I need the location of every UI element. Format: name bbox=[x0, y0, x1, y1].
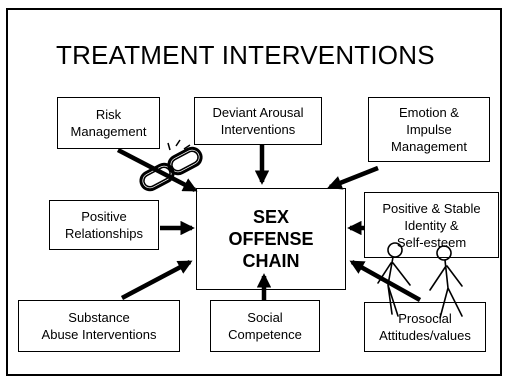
identity-line1: Positive & Stable bbox=[382, 200, 481, 216]
risk-management-line2: Management bbox=[70, 124, 147, 139]
positive-relationships-line1: Positive bbox=[81, 209, 127, 224]
risk-management-line1: Risk bbox=[95, 107, 122, 122]
identity-line3: Self-esteem bbox=[396, 234, 467, 250]
prosocial-line1: Prosocial bbox=[398, 311, 452, 326]
social-competence-box: Social Competence bbox=[210, 300, 320, 352]
figures-icon bbox=[377, 242, 463, 319]
deviant-arousal-box: Deviant Arousal Interventions bbox=[194, 97, 322, 145]
broken-chain-icon bbox=[139, 139, 203, 192]
emotion-impulse-line2: Impulse bbox=[406, 122, 452, 137]
arrow-prosocial bbox=[349, 260, 422, 302]
substance-abuse-line2: Abuse Interventions bbox=[41, 327, 157, 342]
emotion-impulse-line1: Emotion & bbox=[399, 105, 459, 120]
prosocial-line2: Attitudes/values bbox=[379, 328, 471, 343]
emotion-impulse-line3: Management bbox=[391, 139, 467, 154]
risk-management-box: Risk Management bbox=[57, 97, 160, 149]
substance-abuse-box: Substance Abuse Interventions bbox=[18, 300, 180, 352]
identity-self-esteem-box: Positive & Stable Identity & Self-esteem bbox=[364, 192, 499, 258]
center-line2: OFFENSE bbox=[228, 229, 314, 249]
center-line1: SEX bbox=[252, 207, 290, 227]
social-competence-line2: Competence bbox=[228, 327, 302, 342]
positive-relationships-box: Positive Relationships bbox=[49, 200, 159, 250]
deviant-arousal-line1: Deviant Arousal bbox=[212, 105, 304, 120]
identity-line2: Identity & bbox=[404, 217, 459, 233]
social-competence-line1: Social bbox=[247, 310, 283, 325]
sex-offense-chain-box: SEX OFFENSE CHAIN bbox=[196, 188, 346, 290]
prosocial-attitudes-box: Prosocial Attitudes/values bbox=[364, 302, 486, 352]
substance-abuse-line1: Substance bbox=[68, 310, 130, 325]
deviant-arousal-line2: Interventions bbox=[220, 122, 296, 137]
arrow-substance-abuse bbox=[120, 260, 193, 300]
positive-relationships-line2: Relationships bbox=[64, 226, 144, 241]
arrow-emotion-impulse bbox=[327, 165, 379, 190]
emotion-impulse-box: Emotion & Impulse Management bbox=[368, 97, 490, 162]
center-line3: CHAIN bbox=[242, 251, 300, 271]
diagram-title: TREATMENT INTERVENTIONS bbox=[56, 40, 435, 70]
